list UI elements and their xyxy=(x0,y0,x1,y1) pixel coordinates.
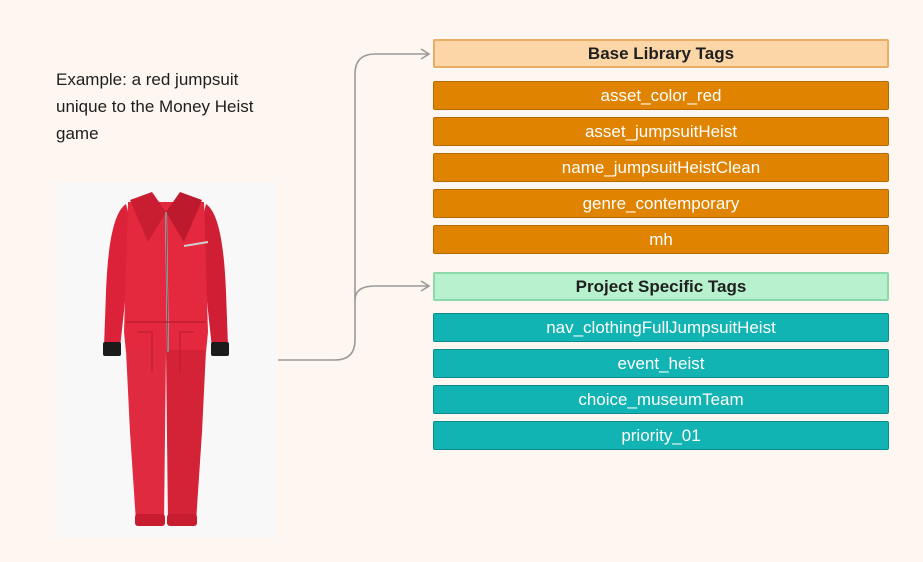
project-tag: priority_01 xyxy=(433,421,889,450)
connector-line xyxy=(278,53,428,361)
arrowhead-project xyxy=(420,280,431,292)
example-caption: Example: a red jumpsuit unique to the Mo… xyxy=(56,66,296,147)
project-tag: choice_museumTeam xyxy=(433,385,889,414)
caption-line-2: unique to the Money Heist xyxy=(56,97,254,116)
base-tag: asset_jumpsuitHeist xyxy=(433,117,889,146)
caption-line-1: Example: a red jumpsuit xyxy=(56,70,239,89)
base-tag: asset_color_red xyxy=(433,81,889,110)
base-tag: name_jumpsuitHeistClean xyxy=(433,153,889,182)
project-specific-header: Project Specific Tags xyxy=(433,272,889,301)
red-jumpsuit-photo xyxy=(56,182,276,538)
project-tag: event_heist xyxy=(433,349,889,378)
arrowhead-base xyxy=(420,48,431,60)
caption-line-3: game xyxy=(56,124,99,143)
connector-branch xyxy=(354,285,428,301)
project-tag: nav_clothingFullJumpsuitHeist xyxy=(433,313,889,342)
base-library-header: Base Library Tags xyxy=(433,39,889,68)
base-tag: genre_contemporary xyxy=(433,189,889,218)
base-tag: mh xyxy=(433,225,889,254)
